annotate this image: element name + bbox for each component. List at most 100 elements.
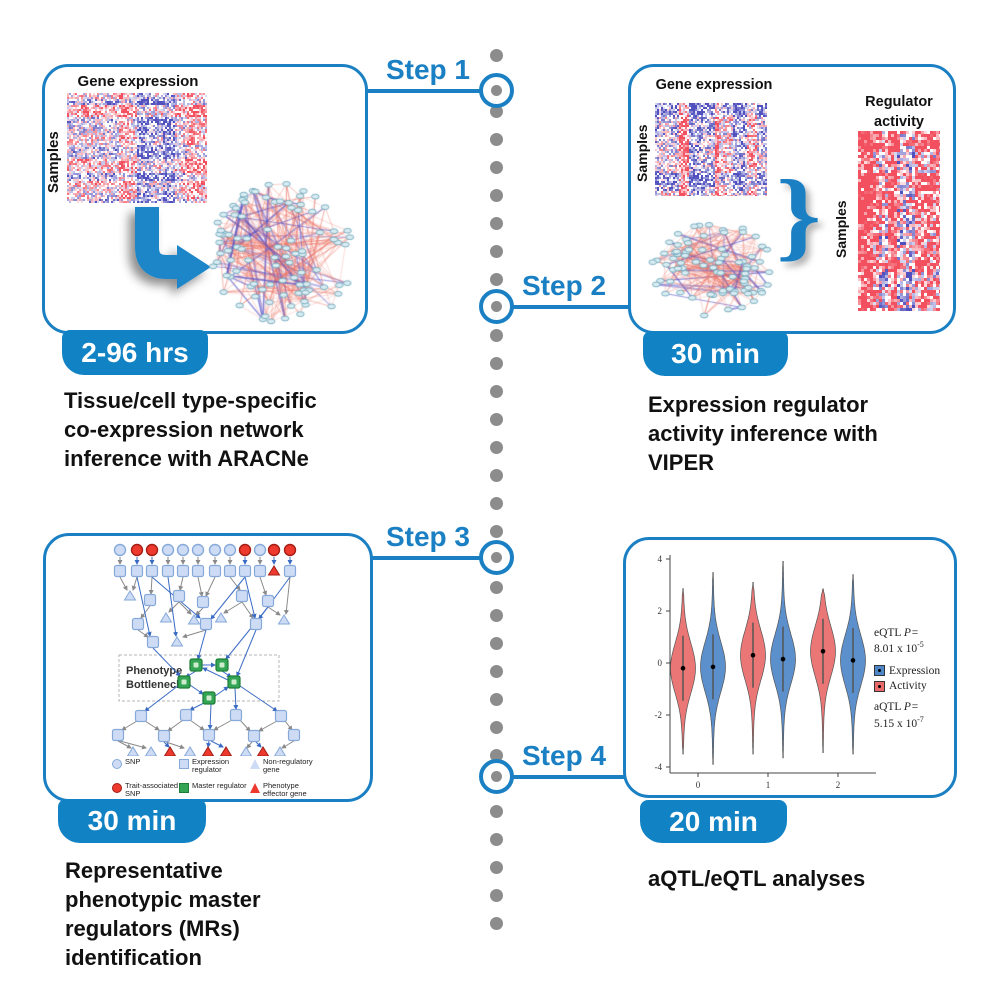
timeline-dot (490, 581, 503, 594)
step1-duration-badge: 2-96 hrs (62, 330, 208, 375)
step1-panel: Gene expression Samples (42, 64, 368, 334)
phenotype-effector-gene-triangle (250, 783, 260, 793)
legend-entry-label: SNP (125, 757, 141, 766)
timeline-dot (490, 665, 503, 678)
svg-text:Phenotype: Phenotype (126, 665, 182, 677)
timeline-dot (490, 861, 503, 874)
trait-associated-snp-circle (112, 783, 122, 793)
expression-regulator-square (179, 759, 189, 769)
workflow-arrow-icon (135, 207, 211, 289)
step4-connector-line (508, 775, 626, 779)
samples-axis-label: Samples (45, 131, 62, 194)
legend-entry-activity: Activity (874, 679, 940, 693)
coexpression-network-graphic (646, 216, 778, 321)
step4-caption: aQTL/eQTL analyses (648, 866, 866, 891)
step3-caption: Representative phenotypic master regulat… (65, 858, 261, 971)
timeline-dot (490, 357, 503, 370)
step4-timeline-node (479, 759, 514, 794)
gene-expression-heatmap-title: Gene expression (77, 73, 199, 90)
svg-text:Bottleneck: Bottleneck (126, 679, 183, 691)
svg-text:2: 2 (658, 606, 663, 616)
samples-axis-label: Samples (833, 200, 849, 258)
non-regulatory-gene-triangle (250, 759, 260, 769)
step2-connector-line (508, 305, 630, 309)
timeline-dot (490, 637, 503, 650)
timeline-dot (490, 161, 503, 174)
timeline-dot (490, 441, 503, 454)
timeline-dot (490, 105, 503, 118)
master-regulator-square (179, 783, 189, 793)
timeline-dot (490, 329, 503, 342)
snp-circle (112, 759, 122, 769)
svg-text:0: 0 (696, 780, 701, 790)
coexpression-network-graphic (205, 177, 363, 329)
legend-entry: Expression regulator (179, 757, 250, 775)
legend-entry-expression: Expression (874, 664, 940, 678)
regulator-activity-heatmap (858, 131, 940, 311)
step3-label: Step 3 (385, 521, 470, 552)
eqtl-pvalue-label: eQTL P= (874, 627, 919, 639)
step3-duration-badge: 30 min (58, 799, 206, 843)
legend-entry-label: Phenotype effector gene (263, 781, 307, 799)
timeline-dot (490, 889, 503, 902)
aqtl-pvalue: 5.15 x 10-7 (874, 714, 924, 730)
svg-text:0: 0 (658, 658, 663, 668)
timeline-dot (490, 385, 503, 398)
step3-timeline-node (479, 540, 514, 575)
timeline-node-dot (491, 301, 502, 312)
svg-text:1: 1 (766, 780, 771, 790)
timeline-dot (490, 413, 503, 426)
violin-plot-legend: eQTL P= 8.01 x 10-5 Expression Activity … (874, 626, 940, 731)
step1-caption: Tissue/cell type-specific co-expression … (64, 388, 317, 472)
gene-expression-heatmap (67, 93, 207, 203)
step4-duration-badge: 20 min (640, 800, 787, 843)
svg-text:4: 4 (658, 554, 663, 564)
legend-entry-label: Non-regulatory gene (263, 757, 313, 775)
legend-entry: Non-regulatory gene (250, 757, 321, 775)
legend-entry: Trait-associated SNP (112, 781, 183, 799)
activity-swatch-icon (874, 680, 885, 692)
timeline-dot (490, 917, 503, 930)
step2-panel: Gene expression Samples } Regulator acti… (628, 64, 956, 334)
step2-timeline-node (479, 289, 514, 324)
gene-expression-heatmap-title: Gene expression (655, 77, 773, 93)
step1-label: Step 1 (385, 54, 470, 85)
timeline-dot (490, 469, 503, 482)
timeline-dot (490, 833, 503, 846)
regulator-activity-title: Regulator activity (865, 94, 933, 130)
timeline-dot (490, 49, 503, 62)
eqtl-pvalue: 8.01 x 10-5 (874, 640, 924, 656)
timeline-node-dot (491, 85, 502, 96)
timeline-dot (490, 749, 503, 762)
timeline-dot (490, 693, 503, 706)
svg-text:-4: -4 (655, 762, 663, 772)
timeline-dot (490, 525, 503, 538)
step1-connector-line (366, 89, 488, 93)
timeline-dot (490, 245, 503, 258)
legend-entry: Phenotype effector gene (250, 781, 321, 799)
aqtl-pvalue-label: aQTL P= (874, 701, 919, 714)
mr-diagram-legend: SNP Expression regulator Non-regulatory ge… (46, 536, 370, 799)
legend-entry-label: Master regulator (192, 781, 247, 790)
timeline-dot (490, 609, 503, 622)
timeline-dot (490, 217, 503, 230)
legend-entry: SNP (112, 757, 183, 769)
timeline-node-dot (491, 771, 502, 782)
timeline-dot (490, 497, 503, 510)
timeline-dot (490, 133, 503, 146)
timeline-dot (490, 805, 503, 818)
step2-label: Step 2 (522, 270, 607, 301)
brace-icon: } (776, 159, 822, 270)
timeline-dot (490, 273, 503, 286)
legend-entry: Master regulator (179, 781, 250, 793)
timeline-dot (490, 721, 503, 734)
timeline-node-dot (491, 552, 502, 563)
step3-connector-line (370, 556, 488, 560)
legend-entry-label: Trait-associated SNP (125, 781, 179, 799)
svg-text:-2: -2 (655, 710, 663, 720)
step2-caption: Expression regulator activity inference … (648, 392, 878, 476)
